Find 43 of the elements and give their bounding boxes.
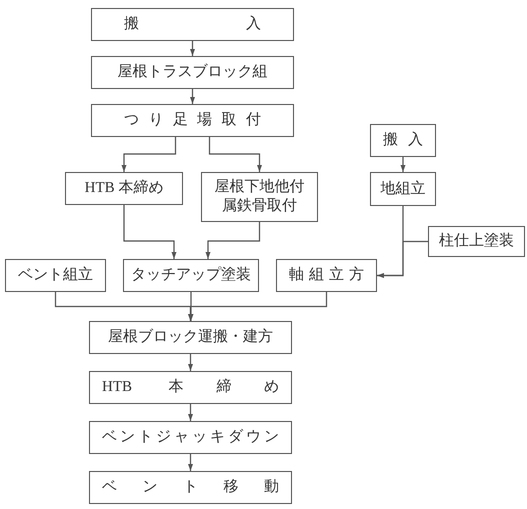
arrow [190, 41, 195, 56]
process-box [65, 172, 183, 205]
process-box [91, 104, 294, 137]
step-label: 屋根トラスブロック組 [116, 63, 268, 82]
process-box [123, 259, 259, 292]
process-box [276, 259, 377, 292]
arrow [123, 205, 176, 259]
arrow [377, 240, 428, 278]
step-label: HTB 本締め [84, 179, 164, 198]
step-label: ベントジャッキダウン [102, 428, 279, 447]
arrow [206, 222, 260, 259]
step-label: 柱仕上塗装 [438, 232, 515, 251]
arrow [190, 89, 195, 104]
process-box [5, 259, 106, 292]
step-label: 搬入 [383, 131, 423, 150]
step-label: ベント組立 [17, 266, 94, 285]
process-box [428, 226, 525, 257]
process-box [201, 172, 318, 222]
step-label: ベント移動 [102, 478, 279, 497]
arrow [188, 354, 193, 371]
step-label: 屋根下地他付属鉄骨取付 [214, 178, 306, 216]
arrow [188, 404, 193, 421]
process-box [89, 471, 292, 504]
step-label: 搬入 [124, 15, 261, 34]
arrow [208, 137, 262, 172]
step-label: タッチアップ塗装 [130, 266, 252, 285]
step-label: 軸組立方 [289, 266, 364, 285]
step-label: 屋根ブロック運搬・建方 [107, 328, 274, 347]
process-box [370, 124, 436, 157]
process-box [91, 8, 294, 41]
step-label: つり足場取付 [124, 111, 261, 130]
arrow [188, 292, 328, 321]
arrow [400, 157, 406, 172]
step-label: 地組立 [380, 180, 426, 198]
process-box [89, 321, 292, 354]
arrow [122, 137, 176, 172]
arrow [188, 292, 194, 321]
process-box [89, 371, 292, 404]
step-label: HTB 本締め [102, 378, 279, 397]
process-box [91, 56, 294, 89]
process-box [89, 421, 292, 454]
arrow [188, 454, 193, 471]
process-box [370, 172, 436, 206]
